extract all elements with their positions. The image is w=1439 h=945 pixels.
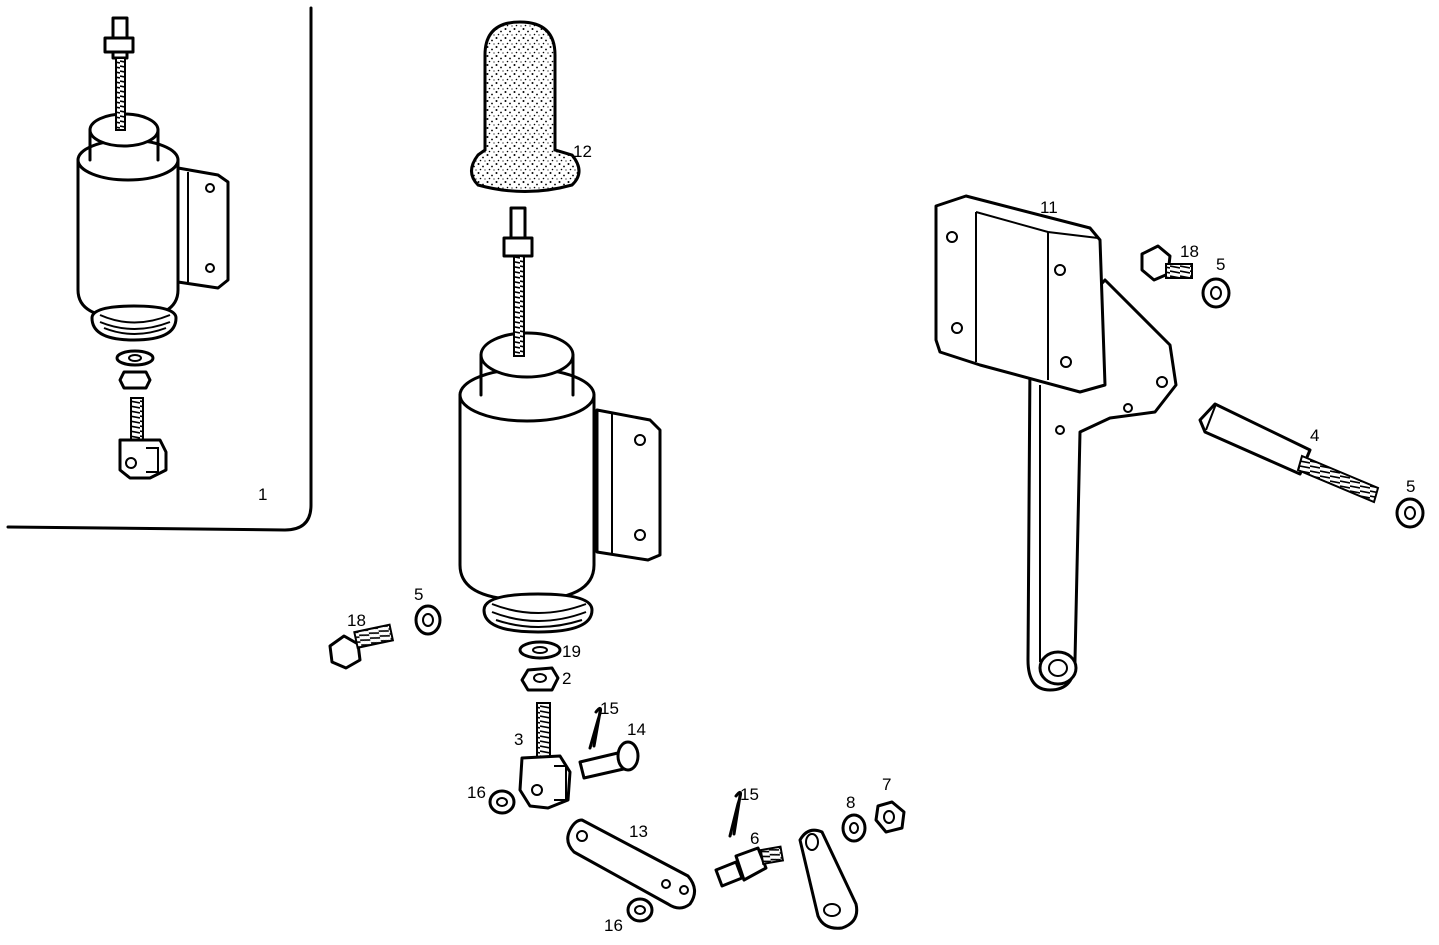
rubber-boot-12 — [470, 20, 581, 193]
shoulder-pin-6 — [714, 845, 785, 888]
washer-16-a — [488, 789, 516, 815]
callout-16-a: 16 — [467, 783, 486, 802]
nut-2 — [520, 666, 560, 692]
spacer-stud-4 — [1198, 402, 1380, 504]
callout-19: 19 — [562, 642, 581, 661]
inset-frame — [6, 6, 313, 532]
callout-8: 8 — [846, 793, 855, 812]
callout-6: 6 — [750, 829, 759, 848]
washer-19 — [518, 640, 562, 660]
callout-13: 13 — [629, 822, 648, 841]
callout-11: 11 — [1040, 198, 1058, 217]
washer-5-left — [414, 604, 442, 636]
callout-18-left: 18 — [347, 611, 366, 630]
washer-5-upper-right — [1201, 277, 1231, 309]
callout-5-right: 5 — [1406, 477, 1415, 496]
callout-1: 1 — [258, 485, 267, 504]
callout-3: 3 — [514, 730, 523, 749]
bolt-18-left — [328, 623, 395, 670]
callout-12: 12 — [573, 142, 592, 161]
callout-5-upper-right: 5 — [1216, 255, 1225, 274]
clevis-pin-14 — [578, 740, 640, 780]
callout-7: 7 — [882, 775, 891, 794]
callout-5-left: 5 — [414, 585, 423, 604]
callout-15-b: 15 — [740, 785, 759, 804]
lever-link — [798, 828, 859, 930]
link-plate-13 — [566, 818, 696, 910]
mounting-bracket-11 — [934, 194, 1178, 692]
callout-16-b: 16 — [604, 916, 623, 935]
callout-4: 4 — [1310, 426, 1319, 445]
callout-15-a: 15 — [600, 699, 619, 718]
washer-16-b — [626, 897, 654, 923]
callout-14: 14 — [627, 720, 646, 739]
solenoid-main — [458, 206, 662, 634]
callout-18-right: 18 — [1180, 242, 1199, 261]
washer-5-right — [1395, 497, 1425, 529]
cotter-pin-15-a — [588, 706, 603, 750]
solenoid-assembly-1 — [76, 16, 230, 480]
bolt-18-right — [1140, 244, 1193, 282]
cotter-pin-15-b — [728, 790, 743, 838]
clevis-fork-3 — [518, 702, 572, 810]
nut-7 — [874, 800, 906, 834]
callout-2: 2 — [562, 669, 571, 688]
washer-8 — [841, 813, 867, 843]
